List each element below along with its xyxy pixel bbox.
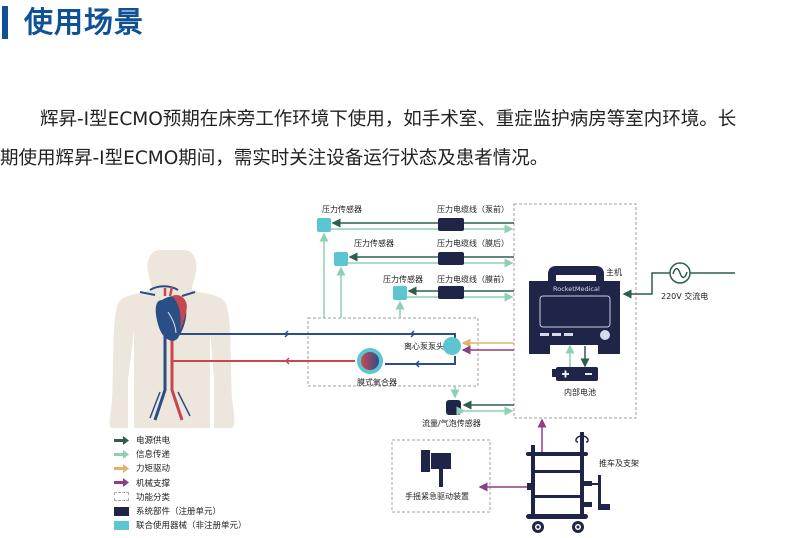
teal-box-icon [114, 520, 129, 530]
intro-paragraph: 辉昇-I型ECMO预期在床旁工作环境下使用，如手术室、重症监护病房等室内环境。长… [0, 100, 808, 178]
legend-item-info: 信息传递 [114, 447, 247, 461]
oxygenator-label: 膜式氧合器 [357, 377, 397, 387]
legend-item-accessory: 联合使用器械（非注册单元） [114, 518, 247, 532]
info-arrow-icon [114, 449, 129, 459]
circuit-dashed-box [307, 317, 479, 387]
cable-block [438, 218, 464, 231]
sensor-label: 压力传感器 [354, 238, 394, 248]
cart-label: 推车及支架 [599, 458, 639, 468]
dashed-box-icon [114, 492, 129, 502]
intro-line-2: 期使用辉昇-I型ECMO期间，需实时关注设备运行状态及患者情况。 [0, 148, 549, 169]
torque-arrow-icon [114, 463, 129, 473]
pump-head-icon [443, 337, 461, 355]
cable-label: 压力电缆线（泵前） [437, 204, 509, 214]
legend-item-torque: 力矩驱动 [114, 461, 247, 475]
power-arrow-icon [114, 435, 129, 445]
pressure-sensor-1: 压力传感器 压力电缆线（泵前） [317, 204, 514, 318]
cable-label: 压力电缆线（膜后） [437, 238, 509, 248]
legend-item-system-part: 系统部件（注册单元） [114, 504, 247, 518]
pump-label: 离心泵泵头 [404, 341, 444, 351]
pump-to-oxygenator-line [385, 356, 456, 365]
legend-item-mechanical: 机械支撑 [114, 476, 247, 490]
host-label: 主机 [606, 267, 622, 277]
cable-label: 压力电缆线（膜前） [437, 274, 509, 284]
battery-label: 内部电池 [564, 387, 596, 397]
human-body-icon [109, 250, 235, 428]
page-title: 使用场景 [24, 5, 145, 39]
power-label: 220V 交流电 [661, 291, 708, 301]
host-dashed-box [513, 203, 637, 419]
oxygenator-icon [357, 348, 383, 374]
ecmo-host-icon [529, 266, 620, 354]
flow-sensor-label: 流量/气泡传感器 [422, 418, 481, 428]
hand-crank-label: 手摇紧急驱动装置 [405, 491, 469, 501]
flow-sensor-icon [446, 400, 461, 415]
ac-sine-icon [669, 262, 691, 284]
intro-line-1: 辉昇-I型ECMO预期在床旁工作环境下使用，如手术室、重症监护病房等室内环境。长 [40, 109, 737, 130]
navy-box-icon [114, 506, 129, 516]
legend: 电源供电 信息传递 力矩驱动 机械支撑 功能分类 系统部件（注册单元） 联合使用… [114, 433, 247, 532]
title-accent-bar [2, 6, 8, 39]
battery-icon [552, 367, 598, 381]
mechanical-arrow-icon [114, 478, 129, 488]
sensor-label: 压力传感器 [383, 274, 423, 284]
legend-item-power: 电源供电 [114, 433, 247, 447]
brand-label: RocketMedical [553, 285, 600, 293]
cable-block [438, 286, 464, 299]
hand-crank-icon [421, 450, 451, 487]
pressure-sensor-3: 压力传感器 压力电缆线（膜前） [383, 274, 514, 318]
sensor-label: 压力传感器 [322, 204, 362, 214]
pressure-sensor-2: 压力传感器 压力电缆线（膜后） [334, 238, 514, 318]
cable-block [438, 252, 464, 265]
legend-item-functional: 功能分类 [114, 490, 247, 504]
heart-icon [155, 286, 187, 341]
cart-icon [526, 432, 610, 533]
